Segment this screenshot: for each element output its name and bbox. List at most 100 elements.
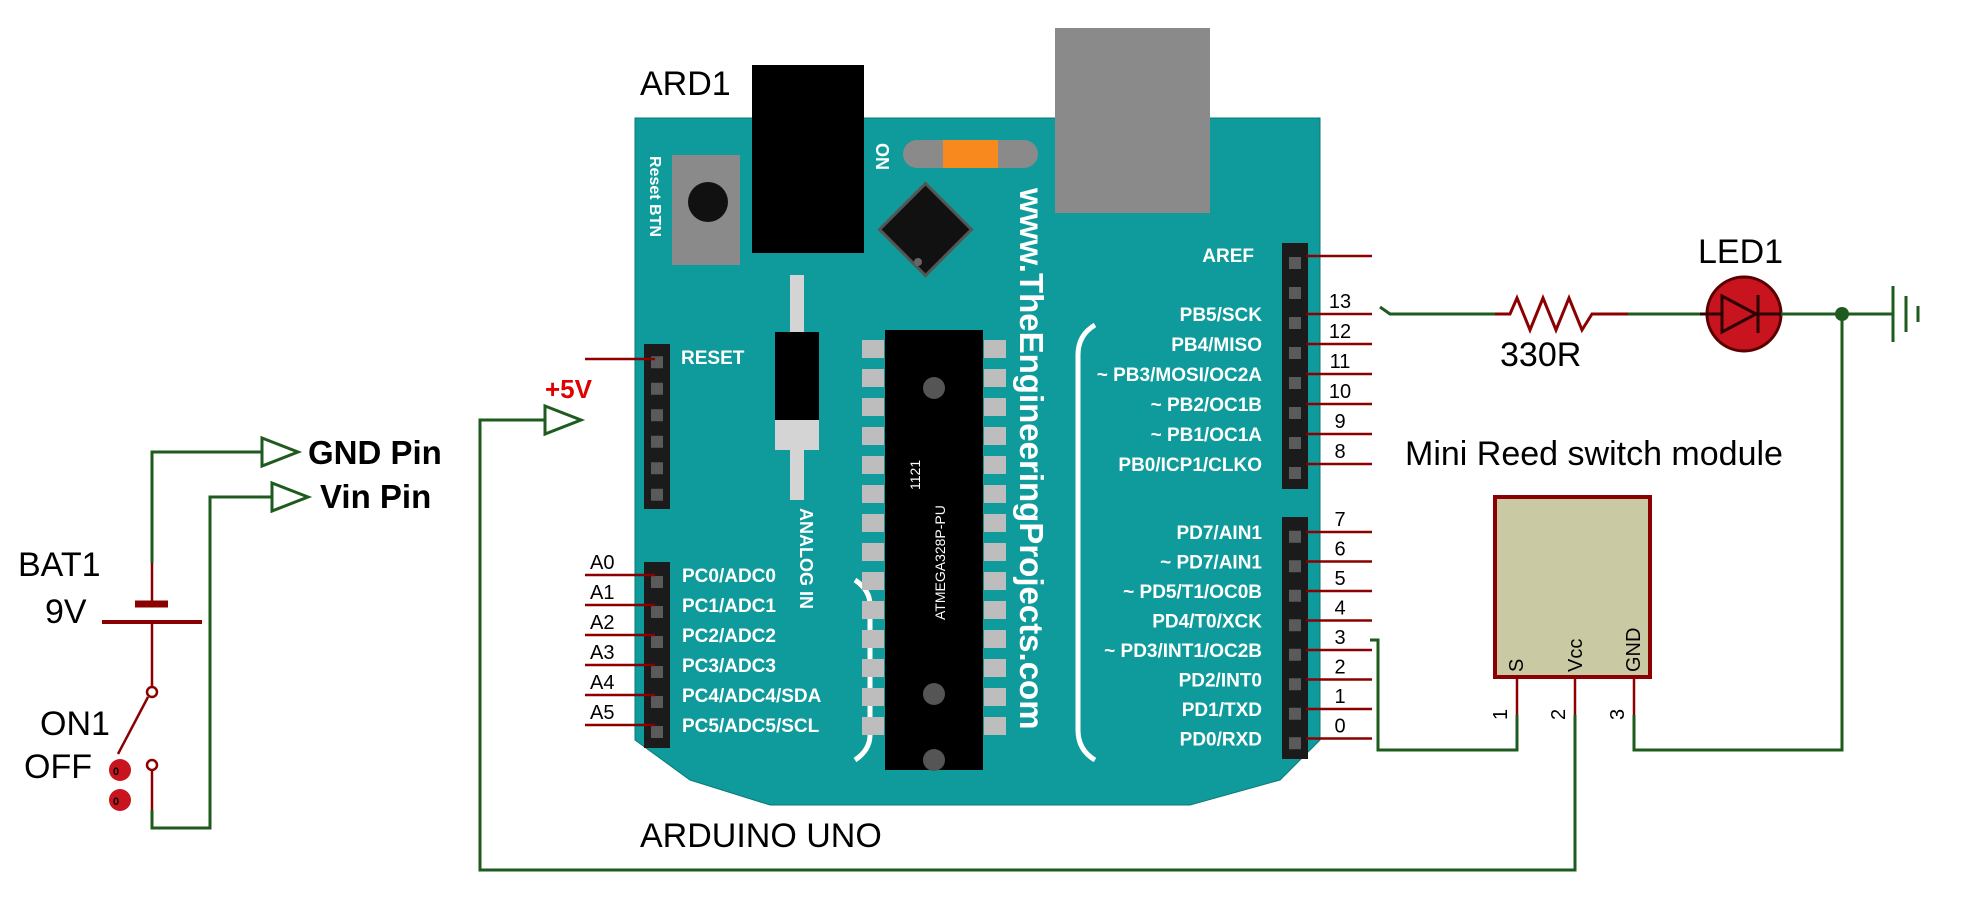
reed-pin-num-3: 3: [1607, 709, 1629, 720]
chip-pin1-dot: [923, 377, 945, 399]
header-pin-socket: [1289, 407, 1301, 419]
digital-pin-label: ~ PD3/INT1/OC2B: [1104, 641, 1262, 662]
switch-off-label: OFF: [24, 748, 92, 786]
chip-pin-right: [984, 427, 1006, 445]
header-pin-socket: [1289, 437, 1301, 449]
resistor: [1495, 294, 1628, 334]
switch-on-label: ON1: [40, 705, 110, 743]
analog-pin-label: PC4/ADC4/SDA: [682, 686, 822, 707]
header-pin-socket: [1289, 257, 1301, 269]
digital-pin-label: ~ PB2/OC1B: [1151, 395, 1262, 416]
crystal-top: [790, 275, 804, 335]
digital-header-high: [1282, 243, 1308, 489]
resistor-value: 330R: [1500, 336, 1581, 374]
wire-gnd: [150, 450, 262, 563]
reed-pin-num-2: 2: [1548, 709, 1570, 720]
chip-pin-right: [984, 630, 1006, 648]
digital-pin-number: 11: [1330, 351, 1351, 373]
header-pin-socket: [1289, 287, 1301, 299]
analog-header: [644, 562, 670, 748]
chip-pin-right: [984, 485, 1006, 503]
analog-pin-label: PC1/ADC1: [682, 596, 776, 617]
crystal-lead: [790, 450, 804, 500]
digital-bracket: [1075, 322, 1097, 763]
wire-pin3-signal: [1370, 638, 1519, 752]
digital-pin-number: 3: [1334, 627, 1345, 649]
digital-pin-number: 12: [1329, 321, 1351, 343]
website-text: www.TheEngineeringProjects.com: [1013, 187, 1050, 730]
pin-headers: [644, 243, 1308, 759]
digital-pin-label: PD0/RXD: [1180, 730, 1262, 751]
digital-pin-label: PB0/ICP1/CLKO: [1118, 455, 1262, 476]
chip-pin-left: [862, 485, 884, 503]
chip-pin-left: [862, 601, 884, 619]
reset-button-label: Reset BTN: [646, 156, 663, 237]
digital-pin-label: ~ PD7/AIN1: [1160, 553, 1262, 574]
wire-vin: [150, 495, 272, 830]
analog-pin-name: A1: [590, 582, 614, 604]
usb-connector: [1055, 28, 1210, 213]
chip-dot: [914, 258, 922, 266]
battery-ref: BAT1: [18, 546, 101, 584]
chip-pin3-dot: [923, 749, 945, 771]
header-pin-socket: [651, 636, 663, 648]
digital-pin-number: 2: [1334, 657, 1345, 679]
chip-pin-right: [984, 398, 1006, 416]
chip-pin-left: [862, 659, 884, 677]
chip-pin-left: [862, 427, 884, 445]
battery: BAT1 9V: [18, 546, 202, 686]
analog-pin-name: A2: [590, 612, 614, 634]
chip-pin-right: [984, 601, 1006, 619]
chip-pin-right: [984, 514, 1006, 532]
digital-pin-label: ~ PD5/T1/OC0B: [1123, 582, 1262, 603]
digital-pin-label: PD4/T0/XCK: [1152, 612, 1262, 633]
arduino-board: Reset BTN ON ANALOG IN 1121 ATMEGA328P-P…: [634, 28, 1321, 806]
battery-value: 9V: [45, 593, 87, 631]
power-switch: 0 0 ON1 OFF: [24, 685, 159, 811]
digital-pin-label: PD2/INT0: [1179, 671, 1262, 692]
header-pin-socket: [1289, 678, 1301, 691]
digital-pin-number: 0: [1334, 716, 1345, 738]
reed-module-body: [1493, 495, 1652, 679]
chip-pin-left: [862, 514, 884, 532]
chip-pin-right: [984, 340, 1006, 358]
chip-pin-left: [862, 572, 884, 590]
reed-pin-num-1: 1: [1490, 709, 1512, 720]
plus5v-terminal: [543, 403, 586, 437]
analog-pin-label: PC0/ADC0: [682, 566, 776, 587]
chip-pin-left: [862, 543, 884, 561]
header-pin-socket: [1289, 707, 1301, 720]
gnd-terminal-label: GND Pin: [308, 434, 442, 471]
digital-pin-label: PD7/AIN1: [1176, 523, 1262, 544]
chip-pin-left: [862, 630, 884, 648]
digital-pin-label: ~ PB3/MOSI/OC2A: [1097, 365, 1263, 386]
switch-off-indicator-text: 0: [113, 796, 119, 808]
led-ref: LED1: [1698, 233, 1783, 271]
switch-on-indicator-text: 0: [113, 766, 119, 778]
chip-pin-right: [984, 456, 1006, 474]
analog-pin-label: PC3/ADC3: [682, 656, 776, 677]
digital-pin-number: 4: [1334, 598, 1345, 620]
header-pin-socket: [651, 726, 663, 738]
led: LED1: [1698, 233, 1783, 353]
reset-pin-label: RESET: [681, 348, 745, 369]
header-pin-socket: [651, 666, 663, 678]
header-pin-socket: [1289, 560, 1301, 573]
analog-pin-name: A0: [590, 552, 614, 574]
analog-pin-name: A3: [590, 642, 614, 664]
chip-pin-right: [984, 717, 1006, 735]
switch-on-indicator: [109, 759, 131, 781]
digital-pin-number: 5: [1334, 568, 1345, 590]
chip-pin-left: [862, 456, 884, 474]
digital-pin-number: 13: [1329, 291, 1351, 313]
header-pin-socket: [1289, 317, 1301, 329]
analog-pin-label: PC5/ADC5/SCL: [682, 716, 820, 737]
vin-terminal: [270, 480, 313, 514]
digital-pin-label: PB4/MISO: [1171, 335, 1262, 356]
digital-pin-number: 10: [1329, 381, 1351, 403]
header-pin-socket: [1289, 377, 1301, 389]
power-indicator-led: [943, 140, 998, 168]
reset-button-cap: [688, 182, 728, 222]
header-pin-socket: [651, 382, 663, 395]
